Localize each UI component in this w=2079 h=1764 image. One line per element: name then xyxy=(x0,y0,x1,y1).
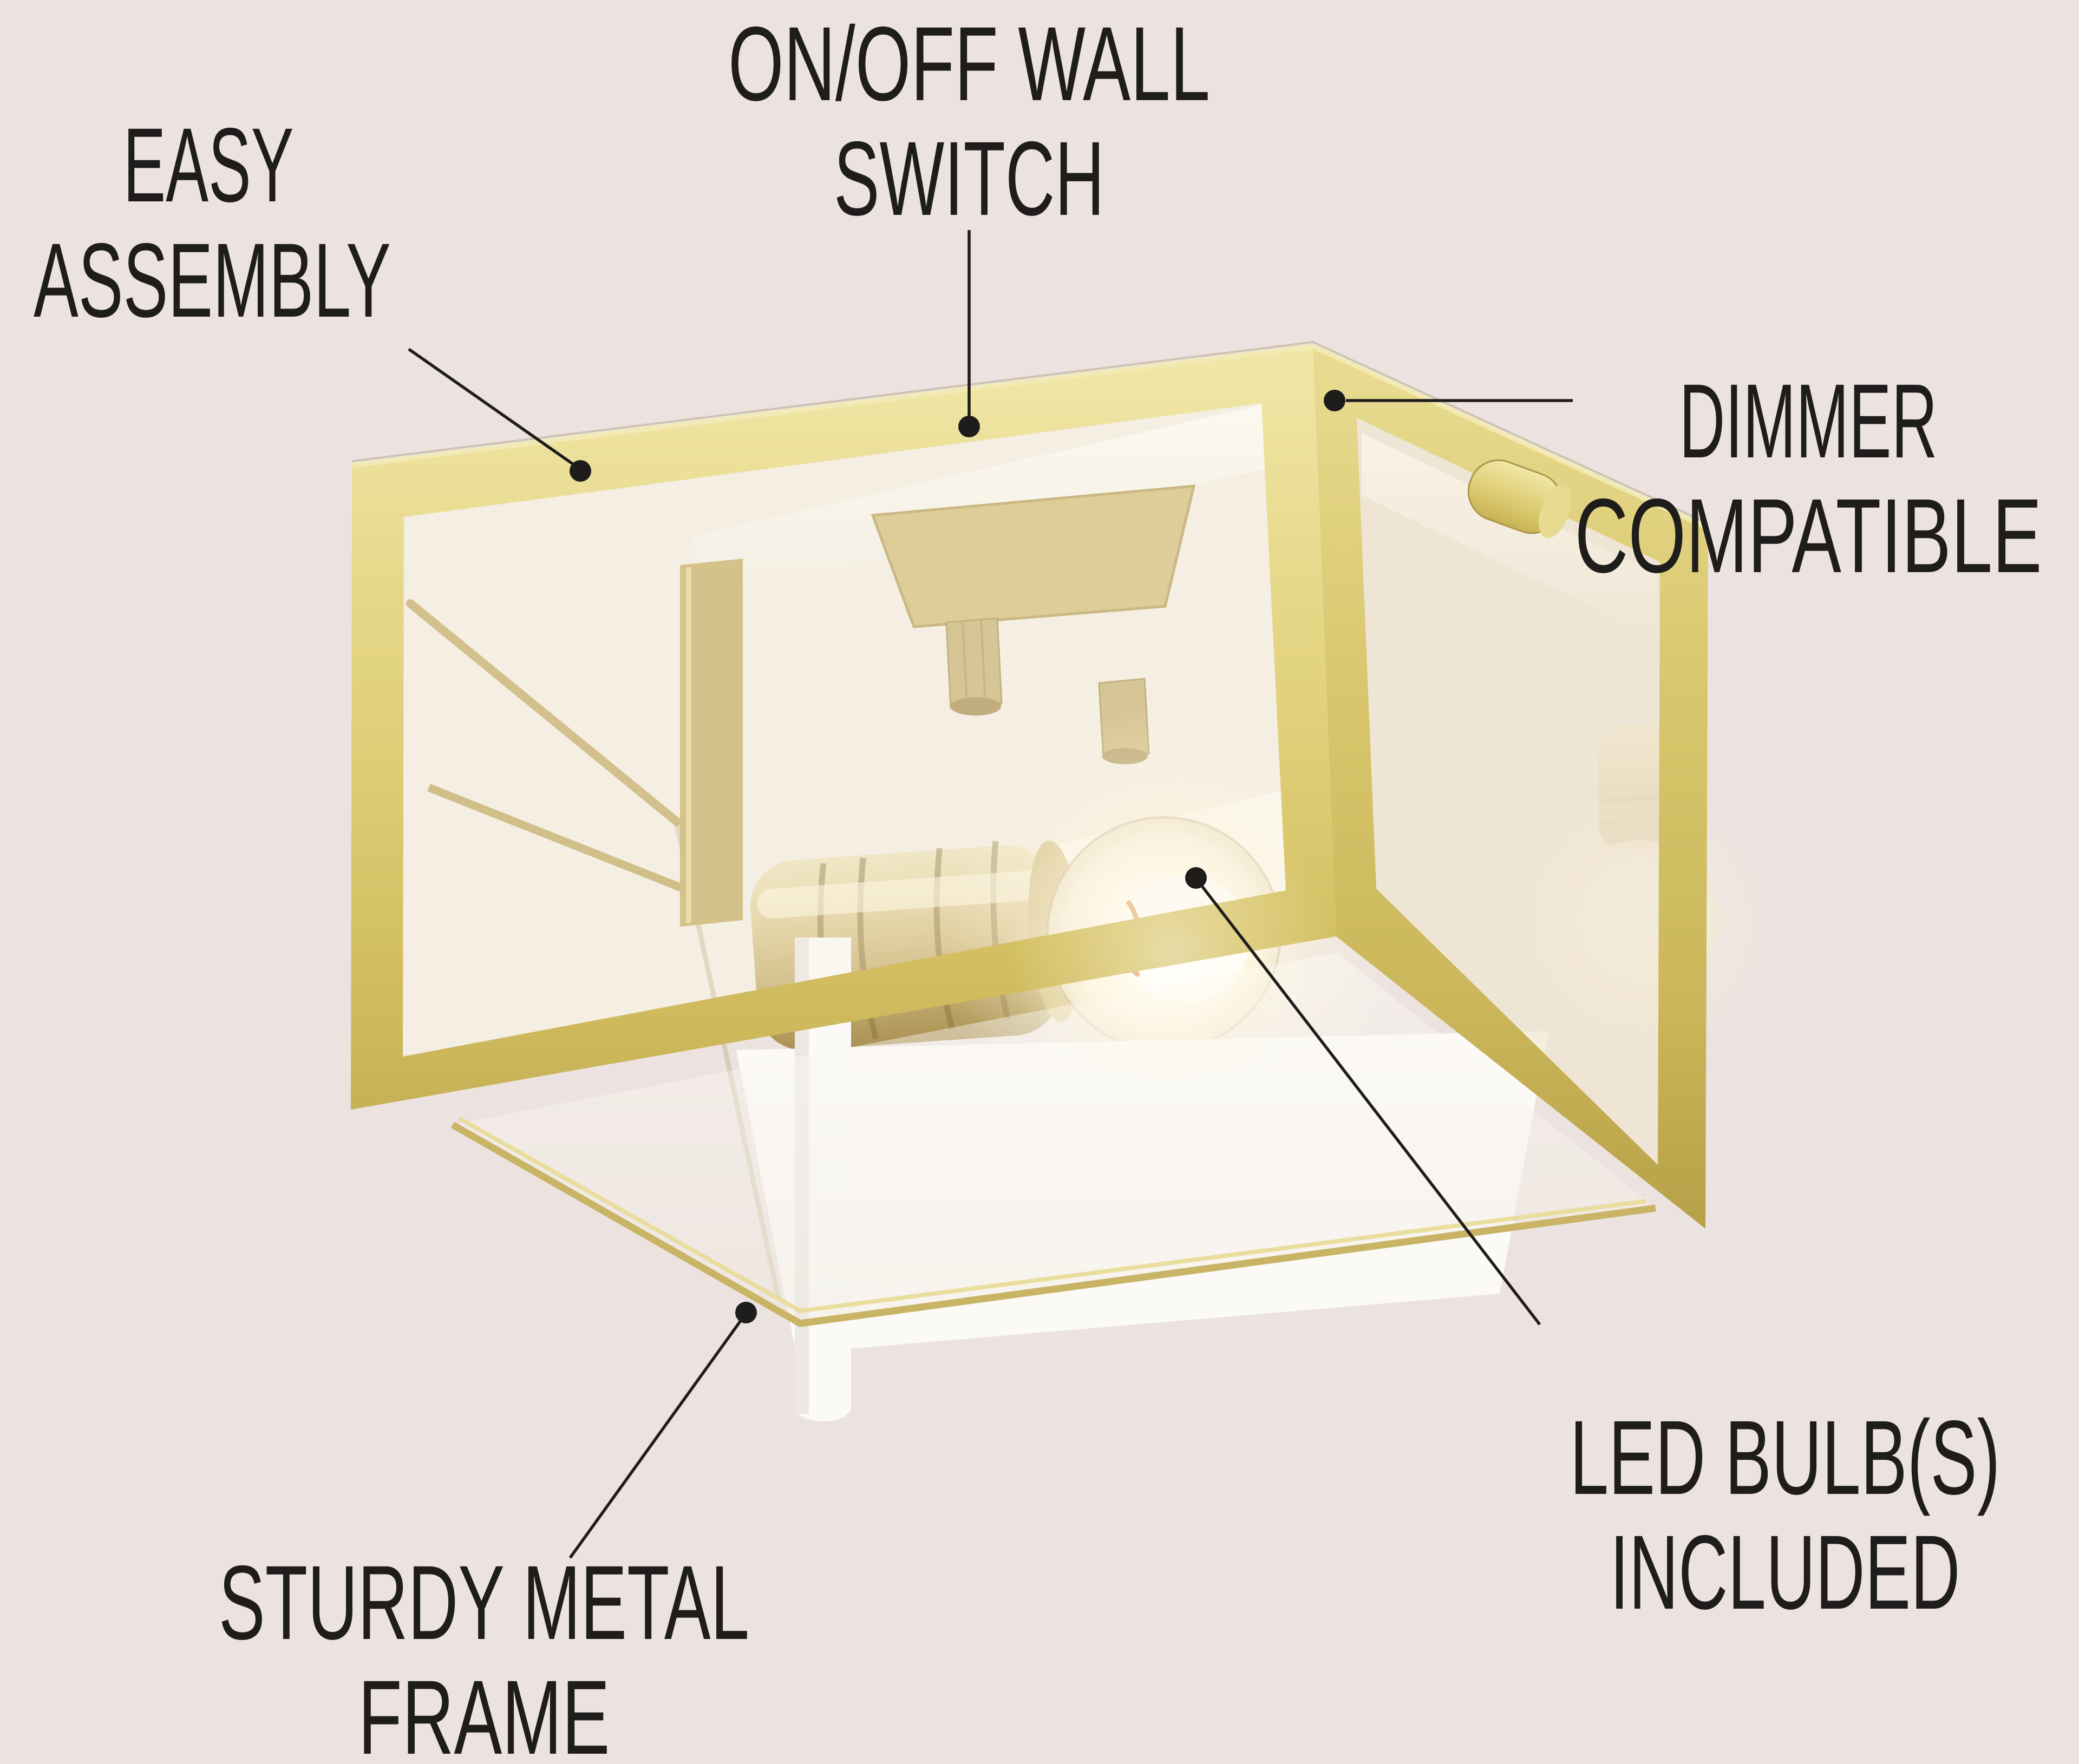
callout-easy-assembly: EASY ASSEMBLY xyxy=(34,106,591,482)
label-sturdy-metal-frame-line2: FRAME xyxy=(358,1658,610,1764)
label-easy-assembly-line1: EASY xyxy=(123,106,294,224)
callout-dot-sturdy-metal-frame xyxy=(735,1302,757,1323)
leader-line-led-bulbs-included xyxy=(1200,885,1541,1326)
leader-line-sturdy-metal-frame xyxy=(568,1320,742,1559)
label-sturdy-metal-frame-line1: STURDY METAL xyxy=(219,1544,749,1662)
callout-sturdy-metal-frame: STURDY METAL FRAME xyxy=(219,1302,757,1764)
glass-pane-inner-rim xyxy=(458,1116,1646,1314)
label-dimmer-compatible-line1: DIMMER xyxy=(1679,362,1938,480)
label-on-off-wall-switch-line1: ON/OFF WALL xyxy=(728,5,1210,123)
callout-on-off-wall-switch: ON/OFF WALL SWITCH xyxy=(728,5,1210,437)
glow-spill xyxy=(1007,790,1332,1115)
frame-top-edge-highlight xyxy=(351,344,1709,530)
callout-dot-easy-assembly xyxy=(570,460,591,482)
socket-arm xyxy=(427,784,683,891)
set-screw xyxy=(945,617,1003,716)
glass-pane-gold-rim xyxy=(450,1122,1656,1327)
callout-dimmer-compatible: DIMMER COMPATIBLE xyxy=(1324,362,2042,595)
frame-knob xyxy=(1467,459,1572,539)
glass-panel-bottom xyxy=(450,953,1656,1327)
label-on-off-wall-switch-line2: SWITCH xyxy=(834,120,1104,238)
callout-dot-on-off-wall-switch xyxy=(958,416,980,437)
callout-dot-led-bulbs-included xyxy=(1185,867,1207,889)
back-top-edge xyxy=(406,599,681,826)
leader-line-easy-assembly xyxy=(408,347,576,467)
callout-dot-dimmer-compatible xyxy=(1324,390,1345,411)
light-fixture xyxy=(351,340,1776,1421)
glass-panel-right xyxy=(1357,418,1660,1165)
metal-frame-right xyxy=(1313,346,1708,1229)
frame-top-edge-shadow xyxy=(351,340,1709,524)
canopy xyxy=(871,484,1196,628)
label-easy-assembly-line2: ASSEMBLY xyxy=(34,221,391,339)
label-led-bulbs-included-line1: LED BULB(S) xyxy=(1570,1399,2000,1517)
label-dimmer-compatible-line2: COMPATIBLE xyxy=(1575,477,2042,595)
lit-top-strip xyxy=(693,405,1267,601)
label-led-bulbs-included-line2: INCLUDED xyxy=(1610,1513,1960,1631)
mounting-post xyxy=(680,559,743,927)
callout-led-bulbs-included: LED BULB(S) INCLUDED xyxy=(1185,867,2000,1631)
